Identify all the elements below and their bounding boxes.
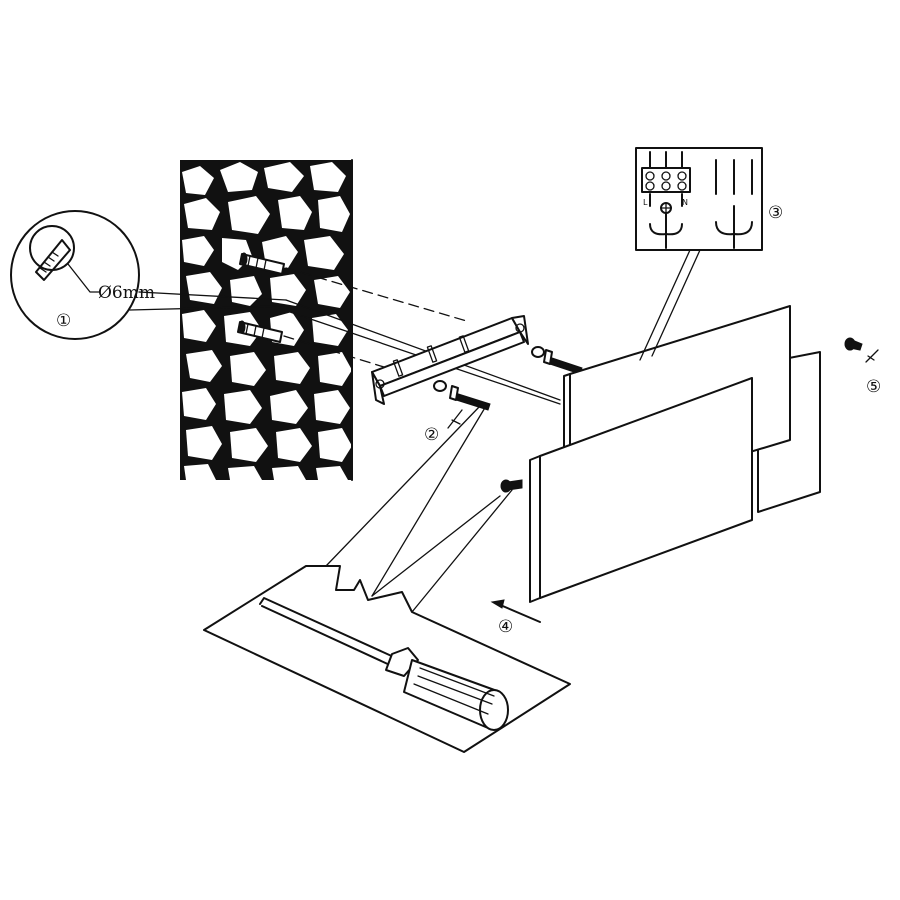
drill-detail [10, 210, 287, 340]
step-1-label: ① [56, 311, 71, 331]
terminal-label-l: L [643, 198, 648, 207]
drill-size-label: Ø6mm [98, 283, 155, 303]
stone-wall [180, 159, 353, 481]
step-3-label: ③ [768, 203, 783, 223]
screwdriver-icon [259, 597, 509, 731]
bracket-screw-left [433, 380, 491, 411]
step-4-label: ④ [498, 617, 513, 637]
cover-screw-step-4 [500, 479, 523, 493]
screw-tip-icon-step-2 [447, 409, 463, 429]
wall-plug-bottom [237, 320, 283, 343]
front-cover-panel [529, 377, 753, 603]
terminal-label-n: N [682, 198, 688, 207]
cover-screw-step-5 [844, 337, 879, 363]
mounting-bracket [371, 315, 529, 405]
step-5-label: ⑤ [866, 377, 881, 397]
bracket-screw-right [531, 346, 583, 375]
direction-arrow-step-4 [490, 599, 541, 623]
wall-plug-top [239, 252, 285, 275]
wiring-detail-box [635, 147, 763, 361]
step-2-label: ② [424, 425, 439, 445]
